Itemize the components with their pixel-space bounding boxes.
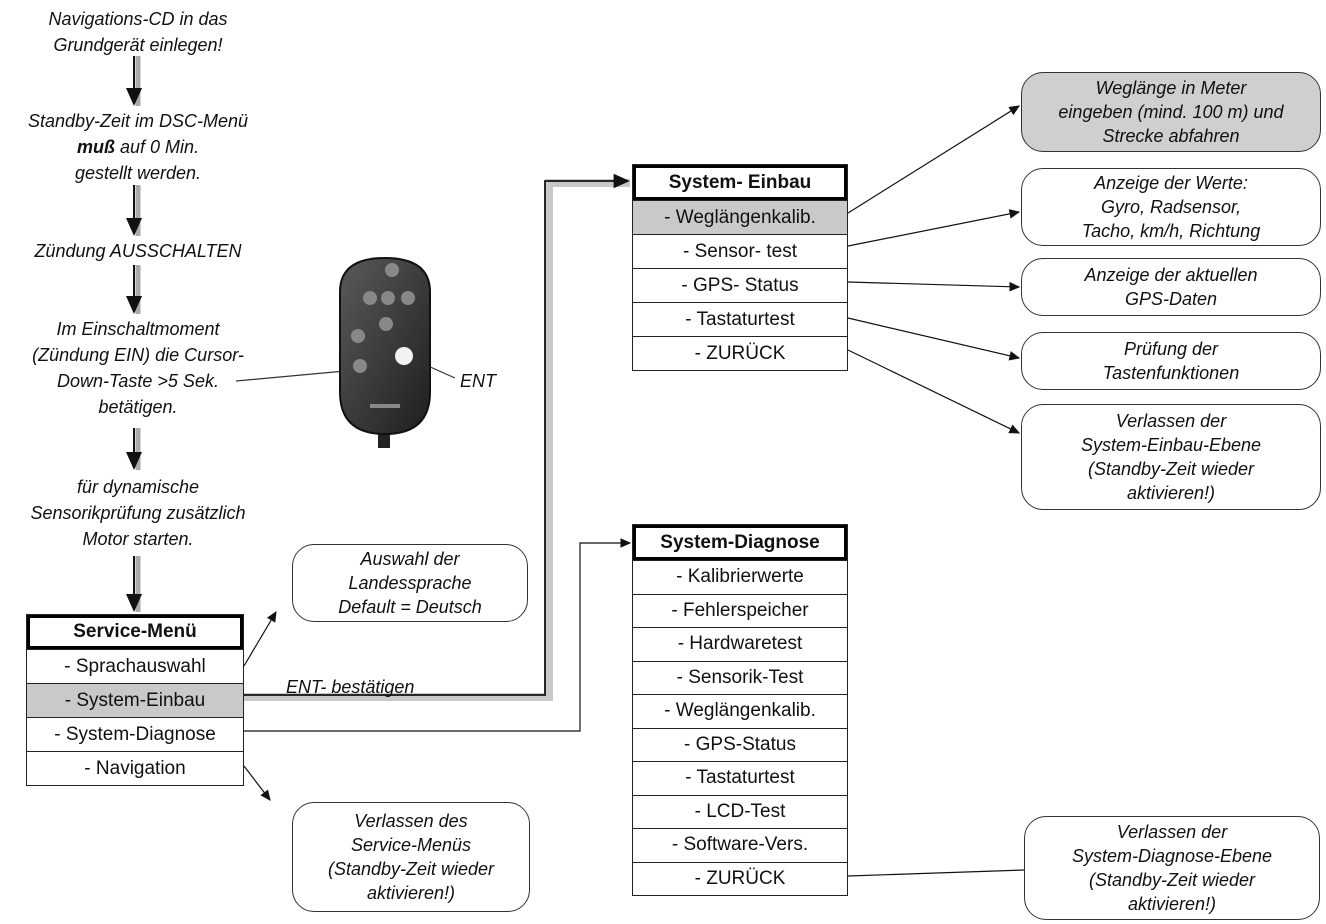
service-menu-item-sprachauswahl[interactable]: - Sprachauswahl: [27, 649, 243, 683]
bubble-sensor-values: Anzeige der Werte: Gyro, Radsensor, Tach…: [1021, 168, 1321, 246]
step-insert-cd: Navigations-CD in das Grundgerät einlege…: [0, 6, 276, 58]
ent-confirm-label: ENT- bestätigen: [286, 677, 415, 697]
bubble-exit-einbau: Verlassen der System-Einbau-Ebene (Stand…: [1021, 404, 1321, 510]
bubble-distance-calibration: Weglänge in Meter eingeben (mind. 100 m)…: [1021, 72, 1321, 152]
service-menu: Service-Menü - Sprachauswahl - System-Ei…: [26, 614, 244, 786]
diagnose-menu-item-kalibrierwerte[interactable]: - Kalibrierwerte: [633, 560, 847, 594]
step-text-line: Im Einschaltmoment: [56, 319, 220, 339]
bubble-text-line: Verlassen der: [1116, 822, 1228, 842]
step-arrows: [126, 56, 142, 612]
bubble-text-line: (Standby-Zeit wieder: [1087, 459, 1255, 479]
diagnose-menu-item-weglaengenkalib[interactable]: - Weglängenkalib.: [633, 694, 847, 728]
step-start-engine: für dynamische Sensorikprüfung zusätzlic…: [0, 474, 276, 552]
bubble-text-line: (Standby-Zeit wieder: [1088, 870, 1256, 890]
diagnose-menu: System-Diagnose - Kalibrierwerte - Fehle…: [632, 524, 848, 896]
step-text-line: Zündung AUSSCHALTEN: [34, 241, 242, 261]
bubble-text-line: Tastenfunktionen: [1102, 363, 1240, 383]
einbau-menu: System- Einbau - Weglängenkalib. - Senso…: [632, 164, 848, 371]
bubble-text-line: Auswahl der: [360, 549, 460, 569]
diagnose-menu-item-gps-status[interactable]: - GPS-Status: [633, 727, 847, 762]
einbau-menu-item-zurueck[interactable]: - ZURÜCK: [633, 336, 847, 370]
diagnose-menu-item-software-vers[interactable]: - Software-Vers.: [633, 828, 847, 862]
bubble-text-line: Service-Menüs: [350, 835, 472, 855]
bubble-text-line: System-Diagnose-Ebene: [1071, 846, 1273, 866]
diagnose-menu-item-sensorik-test[interactable]: - Sensorik-Test: [633, 660, 847, 695]
bold-emphasis: muß: [76, 137, 115, 157]
step-text-line: gestellt werden.: [74, 163, 202, 183]
step-text-line: muß auf 0 Min.: [0, 134, 276, 160]
bubble-text-line: Prüfung der: [1123, 339, 1219, 359]
step-standby-time: Standby-Zeit im DSC-Menü muß auf 0 Min. …: [0, 108, 276, 186]
bubble-text-line: Anzeige der aktuellen: [1084, 265, 1258, 285]
bubble-text-line: aktivieren!): [1127, 894, 1216, 914]
step-text-fragment: auf 0 Min.: [119, 137, 200, 157]
einbau-menu-item-tastaturtest[interactable]: - Tastaturtest: [633, 302, 847, 336]
step-text-line: Down-Taste >5 Sek.: [57, 371, 219, 391]
step-ignition-off: Zündung AUSSCHALTEN: [0, 238, 276, 264]
bubble-text-line: Landessprache: [348, 573, 472, 593]
service-menu-item-system-einbau[interactable]: - System-Einbau: [27, 683, 243, 717]
remote-control-icon: [339, 256, 431, 448]
step-cursor-down: Im Einschaltmoment (Zündung EIN) die Cur…: [0, 316, 276, 420]
einbau-menu-item-sensor-test[interactable]: - Sensor- test: [633, 234, 847, 268]
diagnose-menu-item-hardwaretest[interactable]: - Hardwaretest: [633, 627, 847, 661]
bubble-text-line: aktivieren!): [1126, 483, 1215, 503]
einbau-menu-item-gps-status[interactable]: - GPS- Status: [633, 268, 847, 302]
diagnose-menu-item-zurueck[interactable]: - ZURÜCK: [633, 861, 847, 896]
step-text-line: Navigations-CD in das: [48, 9, 228, 29]
bubble-language-selection: Auswahl der Landessprache Default = Deut…: [292, 544, 528, 622]
bubble-text-line: GPS-Daten: [1124, 289, 1218, 309]
bubble-exit-service-menu: Verlassen des Service-Menüs (Standby-Zei…: [292, 802, 530, 912]
bubble-text-line: Verlassen der: [1115, 411, 1227, 431]
step-text-line: Standby-Zeit im DSC-Menü: [27, 111, 249, 131]
bubble-text-line: Default = Deutsch: [338, 597, 482, 617]
einbau-menu-title: System- Einbau: [633, 165, 847, 200]
step-text-line: Sensorikprüfung zusätzlich: [30, 503, 246, 523]
cursor-down-pointer-line: [235, 369, 357, 382]
diagnose-menu-title: System-Diagnose: [633, 525, 847, 560]
bubble-text-line: System-Einbau-Ebene: [1080, 435, 1262, 455]
bubble-key-test: Prüfung der Tastenfunktionen: [1021, 332, 1321, 390]
step-text-line: betätigen.: [98, 397, 178, 417]
bubble-text-line: Anzeige der Werte:: [1094, 173, 1248, 193]
diagnose-menu-item-lcd-test[interactable]: - LCD-Test: [633, 794, 847, 829]
bubble-text-line: (Standby-Zeit wieder: [327, 859, 495, 879]
bubble-gps-data: Anzeige der aktuellen GPS-Daten: [1021, 258, 1321, 316]
bubble-text-line: eingeben (mind. 100 m) und: [1058, 102, 1284, 122]
bubble-text-line: aktivieren!): [366, 883, 455, 903]
bubble-text-line: Strecke abfahren: [1102, 126, 1240, 146]
bubble-text-line: Gyro, Radsensor,: [1100, 197, 1242, 217]
service-menu-item-system-diagnose[interactable]: - System-Diagnose: [27, 717, 243, 751]
bubble-text-line: Verlassen des: [354, 811, 468, 831]
service-menu-title: Service-Menü: [27, 615, 243, 649]
ent-label: ENT: [460, 371, 496, 391]
diagnose-menu-item-tastaturtest[interactable]: - Tastaturtest: [633, 761, 847, 795]
step-text-line: Grundgerät einlegen!: [53, 35, 223, 55]
service-menu-item-navigation[interactable]: - Navigation: [27, 751, 243, 785]
step-text-line: Motor starten.: [82, 529, 194, 549]
bubble-text-line: Weglänge in Meter: [1095, 78, 1247, 98]
bubble-exit-diagnose: Verlassen der System-Diagnose-Ebene (Sta…: [1024, 816, 1320, 920]
diagnose-menu-item-fehlerspeicher[interactable]: - Fehlerspeicher: [633, 593, 847, 628]
step-text-line: (Zündung EIN) die Cursor-: [32, 345, 244, 365]
einbau-menu-item-weglaengenkalib[interactable]: - Weglängenkalib.: [633, 200, 847, 234]
bubble-text-line: Tacho, km/h, Richtung: [1081, 221, 1261, 241]
step-text-line: für dynamische: [76, 477, 200, 497]
